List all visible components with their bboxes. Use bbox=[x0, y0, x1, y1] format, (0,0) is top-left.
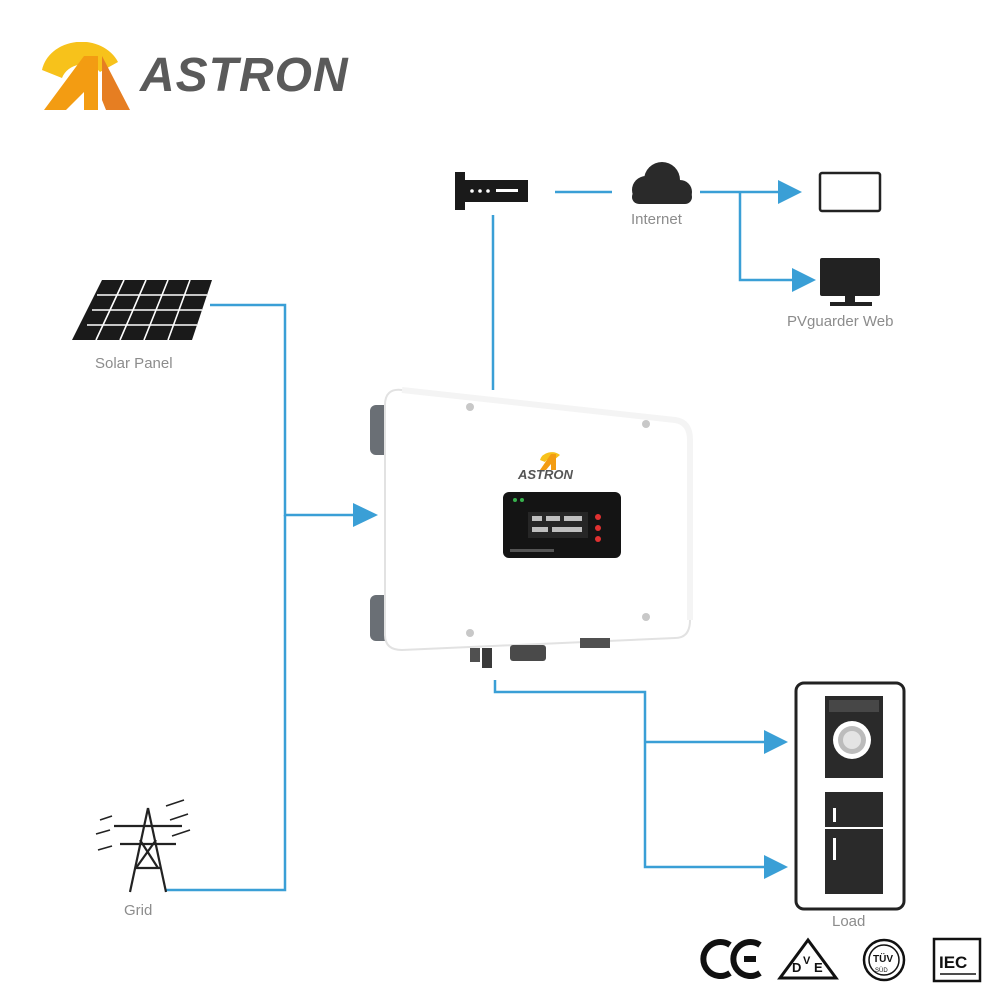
tuv-sud-icon: TÜV SÜD bbox=[862, 938, 906, 982]
inverter-to-load-line bbox=[493, 680, 765, 869]
load-label: Load bbox=[832, 913, 866, 930]
pvguarder-web-label: PVguarder Web bbox=[787, 313, 894, 330]
arrow-to-fridge bbox=[764, 855, 788, 879]
connector-lines bbox=[165, 190, 795, 892]
ce-mark-icon bbox=[700, 939, 762, 979]
washing-machine-icon bbox=[825, 696, 883, 778]
astron-logo-icon bbox=[42, 42, 130, 110]
brand-name: ASTRON bbox=[140, 49, 349, 102]
cloud-icon bbox=[632, 162, 692, 204]
svg-text:E: E bbox=[814, 960, 823, 975]
solar-panel-label: Solar Panel bbox=[95, 355, 173, 372]
arrow-to-washer bbox=[764, 730, 788, 754]
monitor-icon bbox=[820, 258, 880, 306]
solar-to-inverter-line bbox=[210, 303, 355, 517]
internet-label: Internet bbox=[631, 211, 682, 228]
internet-to-devices-line bbox=[700, 190, 795, 282]
grid-to-inverter-line bbox=[165, 515, 287, 892]
svg-text:SÜD: SÜD bbox=[875, 967, 888, 974]
arrow-to-monitor bbox=[792, 268, 816, 292]
inverter-icon bbox=[370, 387, 693, 668]
iec-mark-icon: IEC bbox=[932, 937, 982, 983]
vde-mark-icon: D V E bbox=[777, 937, 839, 980]
solar-panel-icon bbox=[72, 279, 212, 341]
power-tower-icon bbox=[95, 799, 191, 893]
svg-text:D: D bbox=[792, 960, 801, 975]
arrow-to-inverter bbox=[353, 503, 378, 527]
inverter-brand-label: ASTRON bbox=[518, 467, 573, 482]
refrigerator-icon bbox=[825, 792, 883, 894]
svg-text:V: V bbox=[803, 955, 811, 967]
arrow-to-tablet bbox=[778, 180, 802, 204]
svg-text:IEC: IEC bbox=[939, 953, 967, 972]
grid-label: Grid bbox=[124, 902, 153, 919]
connector-arrows bbox=[353, 180, 816, 879]
svg-text:TÜV: TÜV bbox=[873, 952, 893, 965]
tablet-icon bbox=[818, 171, 882, 213]
wifi-dongle-icon bbox=[455, 172, 528, 210]
